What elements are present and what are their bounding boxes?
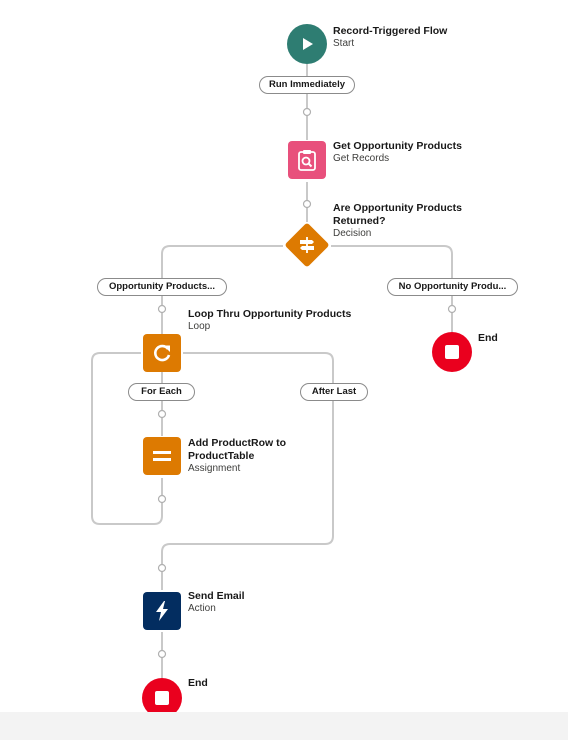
end-bottom-title: End (188, 677, 208, 689)
canvas-footer (0, 712, 568, 740)
stop-icon (445, 345, 459, 359)
for-each-pill[interactable]: For Each (128, 383, 195, 401)
branch-pill-right[interactable]: No Opportunity Produ... (387, 278, 518, 296)
decision-subtitle: Decision (333, 228, 372, 239)
start-title: Record-Triggered Flow (333, 25, 448, 37)
loop-node[interactable] (143, 334, 181, 372)
search-record-icon (298, 150, 316, 171)
stop-icon (155, 691, 169, 705)
get-records-node[interactable] (288, 141, 326, 179)
end-node-bottom[interactable] (142, 678, 182, 718)
get-records-subtitle: Get Records (333, 153, 390, 164)
send-email-subtitle: Action (188, 603, 216, 614)
loop-icon (154, 344, 171, 362)
assignment-subtitle: Assignment (188, 463, 241, 474)
start-node[interactable] (287, 24, 327, 64)
run-immediately-pill[interactable]: Run Immediately (259, 76, 355, 94)
send-email-title: Send Email (188, 590, 245, 602)
assignment-icon (153, 451, 171, 461)
loop-subtitle: Loop (188, 321, 211, 332)
start-subtitle: Start (333, 38, 355, 49)
loop-title: Loop Thru Opportunity Products (188, 308, 352, 320)
after-last-pill[interactable]: After Last (300, 383, 368, 401)
get-records-title: Get Opportunity Products (333, 140, 462, 152)
end-node-right[interactable] (432, 332, 472, 372)
assignment-title-line2: ProductTable (188, 450, 255, 462)
send-email-node[interactable] (143, 592, 181, 630)
decision-title-line2: Returned? (333, 215, 386, 227)
lightning-icon (156, 601, 168, 621)
end-right-title: End (478, 332, 498, 344)
signpost-icon (300, 237, 314, 253)
branch-pill-left[interactable]: Opportunity Products... (97, 278, 227, 296)
decision-title-line1: Are Opportunity Products (333, 202, 462, 214)
assignment-node[interactable] (143, 437, 181, 475)
decision-node[interactable] (284, 222, 330, 268)
assignment-title-line1: Add ProductRow to (188, 437, 286, 449)
play-icon (303, 38, 313, 50)
